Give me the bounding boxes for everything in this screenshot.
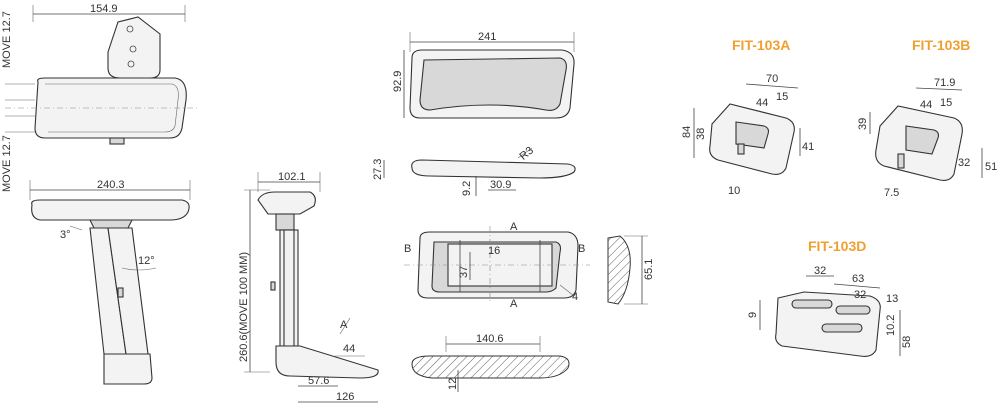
dim-slot-length: 16: [488, 245, 500, 257]
pad-bottom-section: 140.6 12: [411, 333, 570, 392]
dim-pad-radius: R3: [517, 145, 535, 163]
dim-pad-thickness: 9.2: [461, 181, 473, 196]
dim-front-height: 260.6(MOVE 100 MM): [238, 252, 250, 362]
section-b-left: B: [404, 243, 411, 255]
fit-d-dim-13: 13: [886, 293, 898, 305]
dim-front-width: 102.1: [278, 171, 306, 183]
fit-a-dim-38: 38: [695, 128, 707, 140]
dim-front-angle: 44: [343, 343, 355, 355]
armrest-top-view: 154.9 MOVE 12.7 MOVE 12.7: [1, 3, 200, 192]
dim-bottom-thickness: 12: [447, 378, 459, 390]
fit-b-dim-44: 44: [920, 99, 932, 111]
fit-103b: FIT-103B 71.9 15 44 39 32 51 7.5: [857, 37, 997, 199]
fit-103a-title: FIT-103A: [732, 37, 790, 53]
dim-angle: 12°: [138, 255, 155, 267]
fit-b-dim-7-5: 7.5: [884, 187, 899, 199]
dim-pad-length: 241: [478, 31, 496, 43]
dim-top-width: 154.9: [90, 3, 118, 15]
fit-d-dim-9: 9: [747, 312, 759, 318]
fit-b-dim-15: 15: [940, 97, 952, 109]
armrest-front-view: 102.1 260.6(MOVE 100 MM) A 44 57.6 126: [238, 171, 379, 403]
dim-bottom-length: 140.6: [476, 333, 504, 345]
fit-d-dim-32: 32: [814, 265, 826, 277]
section-a-mark: A: [340, 319, 348, 331]
section-a-bottom: A: [510, 298, 518, 310]
section-b-right: B: [578, 243, 585, 255]
fit-b-dim-71-9: 71.9: [934, 77, 955, 89]
fit-b-dim-51: 51: [985, 161, 997, 173]
fit-103d-title: FIT-103D: [808, 238, 866, 254]
dim-pad-span: 30.9: [490, 179, 511, 191]
armrest-side-view: 240.3 3° 12°: [29, 179, 191, 385]
fit-d-dim-58: 58: [901, 336, 913, 348]
fit-a-dim-70: 70: [766, 73, 778, 85]
fit-103d: FIT-103D 32 63 32 13 9 10.2 58: [747, 238, 913, 357]
dim-slot-width: 37: [458, 266, 470, 278]
dim-front-offset: 57.6: [308, 375, 329, 387]
pad-section-aa: 65.1: [607, 235, 655, 305]
pad-section-bb: 37 16 A A B B 4: [404, 221, 590, 310]
dim-pad-width: 92.9: [392, 71, 404, 92]
dim-front-depth: 126: [336, 391, 354, 403]
fit-b-dim-39: 39: [857, 118, 869, 130]
fit-a-dim-44: 44: [756, 97, 768, 109]
fit-b-dim-32: 32: [958, 157, 970, 169]
fit-a-dim-10: 10: [728, 185, 740, 197]
dim-pad-height: 27.3: [372, 159, 384, 180]
fit-103a: FIT-103A 70 15 44 84 38 41 10: [681, 37, 814, 197]
fit-d-dim-10-2: 10.2: [885, 315, 897, 336]
fit-103b-title: FIT-103B: [912, 37, 970, 53]
fit-d-dim-63: 63: [852, 273, 864, 285]
dim-move-up: MOVE 12.7: [1, 11, 13, 68]
dim-section-height: 65.1: [643, 259, 655, 280]
pad-top-view: 241 92.9: [392, 31, 575, 119]
dim-side-width: 240.3: [97, 179, 125, 191]
dim-tilt: 3°: [60, 229, 71, 241]
dim-section-angle: 4: [572, 291, 578, 303]
fit-a-dim-15: 15: [776, 91, 788, 103]
fit-a-dim-41: 41: [802, 141, 814, 153]
fit-d-dim-32b: 32: [854, 289, 866, 301]
pad-side-view: 27.3 R3 9.2 30.9: [372, 145, 576, 196]
section-a-top: A: [510, 221, 518, 233]
dim-move-down: MOVE 12.7: [1, 135, 13, 192]
fit-a-dim-84: 84: [681, 126, 693, 138]
